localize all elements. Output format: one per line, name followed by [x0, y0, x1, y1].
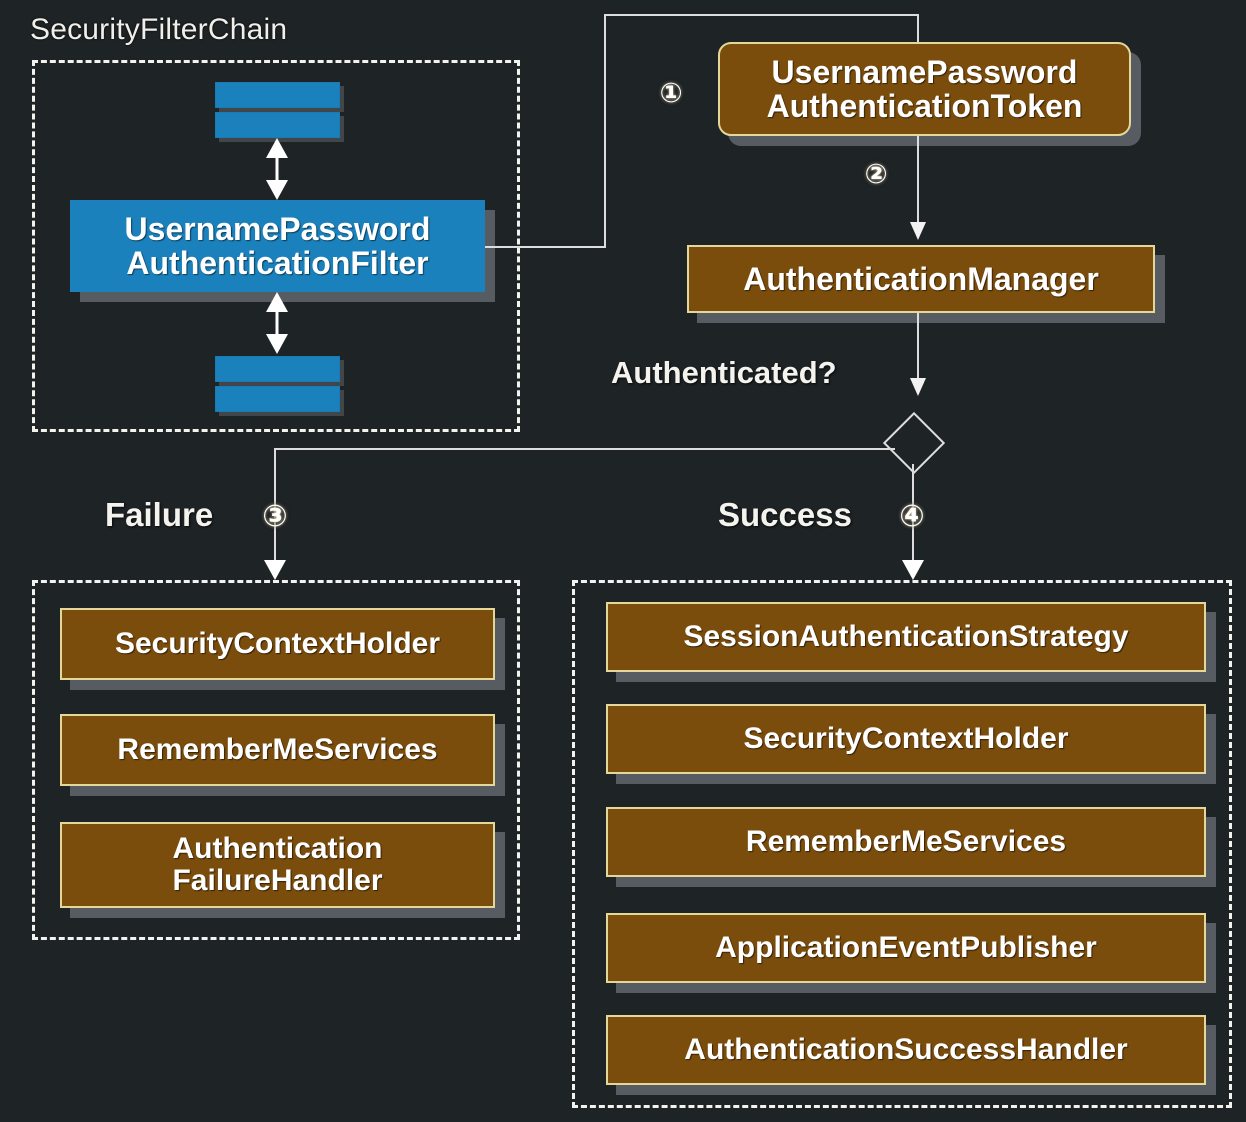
step-2-badge: ② [864, 158, 888, 190]
arrow-down-icon [266, 334, 288, 354]
token-node-line-1: UsernamePassword [771, 53, 1078, 90]
filter-connector-top [257, 138, 297, 200]
username-password-authentication-filter-node[interactable]: UsernamePassword AuthenticationFilter [70, 200, 485, 292]
step-1-badge: ① [659, 77, 683, 109]
manager-to-decision-line [917, 313, 919, 380]
username-password-authentication-token-node[interactable]: UsernamePassword AuthenticationToken [718, 42, 1131, 136]
authenticated-question-label: Authenticated? [611, 355, 837, 390]
failure-arrowhead [264, 560, 286, 580]
success-arrowhead [902, 560, 924, 580]
filter-connector-bottom [257, 292, 297, 354]
filter-to-token-segment-1 [485, 246, 606, 248]
failure-item-security-context-holder[interactable]: SecurityContextHolder [60, 608, 495, 680]
success-item-session-authentication-strategy[interactable]: SessionAuthenticationStrategy [606, 602, 1206, 672]
success-item-remember-me-services[interactable]: RememberMeServices [606, 807, 1206, 877]
arrow-up-icon [266, 292, 288, 312]
security-filter-chain-title: SecurityFilterChain [30, 13, 288, 46]
arrow-up-icon [266, 138, 288, 158]
failure-handler-line-2: FailureHandler [172, 864, 383, 897]
failure-group [32, 580, 520, 940]
success-item-application-event-publisher[interactable]: ApplicationEventPublisher [606, 913, 1206, 983]
filter-to-token-segment-2 [604, 14, 606, 248]
authenticated-decision-diamond [882, 411, 946, 475]
failure-handler-line-1: Authentication [172, 831, 383, 865]
manager-to-decision-arrowhead [910, 378, 926, 396]
failure-item-remember-me-services[interactable]: RememberMeServices [60, 714, 495, 786]
filter-stub-bottom-1 [215, 356, 340, 382]
filter-to-token-segment-3 [604, 14, 919, 16]
failure-item-authentication-failure-handler[interactable]: Authentication FailureHandler [60, 822, 495, 908]
decision-to-failure-segment-v [274, 448, 276, 566]
filter-stub-top-1 [215, 82, 340, 108]
success-group [572, 580, 1232, 1108]
success-item-authentication-success-handler[interactable]: AuthenticationSuccessHandler [606, 1015, 1206, 1085]
step-3-badge: ③ [262, 498, 288, 534]
token-to-manager-line [917, 136, 919, 224]
filter-to-token-segment-4 [917, 14, 919, 48]
authentication-manager-node[interactable]: AuthenticationManager [687, 245, 1155, 313]
filter-stub-bottom-2 [215, 386, 340, 412]
success-item-security-context-holder[interactable]: SecurityContextHolder [606, 704, 1206, 774]
step-4-badge: ④ [899, 498, 925, 534]
success-branch-label: Success [718, 496, 852, 533]
decision-to-success-line [912, 464, 914, 566]
decision-to-failure-segment-h [275, 448, 895, 450]
filter-stub-top-2 [215, 112, 340, 138]
arrow-down-icon [266, 180, 288, 200]
token-node-line-2: AuthenticationToken [766, 88, 1083, 124]
failure-branch-label: Failure [105, 496, 214, 533]
filter-node-line-2: AuthenticationFilter [126, 245, 429, 281]
token-to-manager-arrowhead [910, 222, 926, 240]
filter-node-line-1: UsernamePassword [124, 210, 431, 247]
authentication-manager-label: AuthenticationManager [743, 260, 1099, 297]
